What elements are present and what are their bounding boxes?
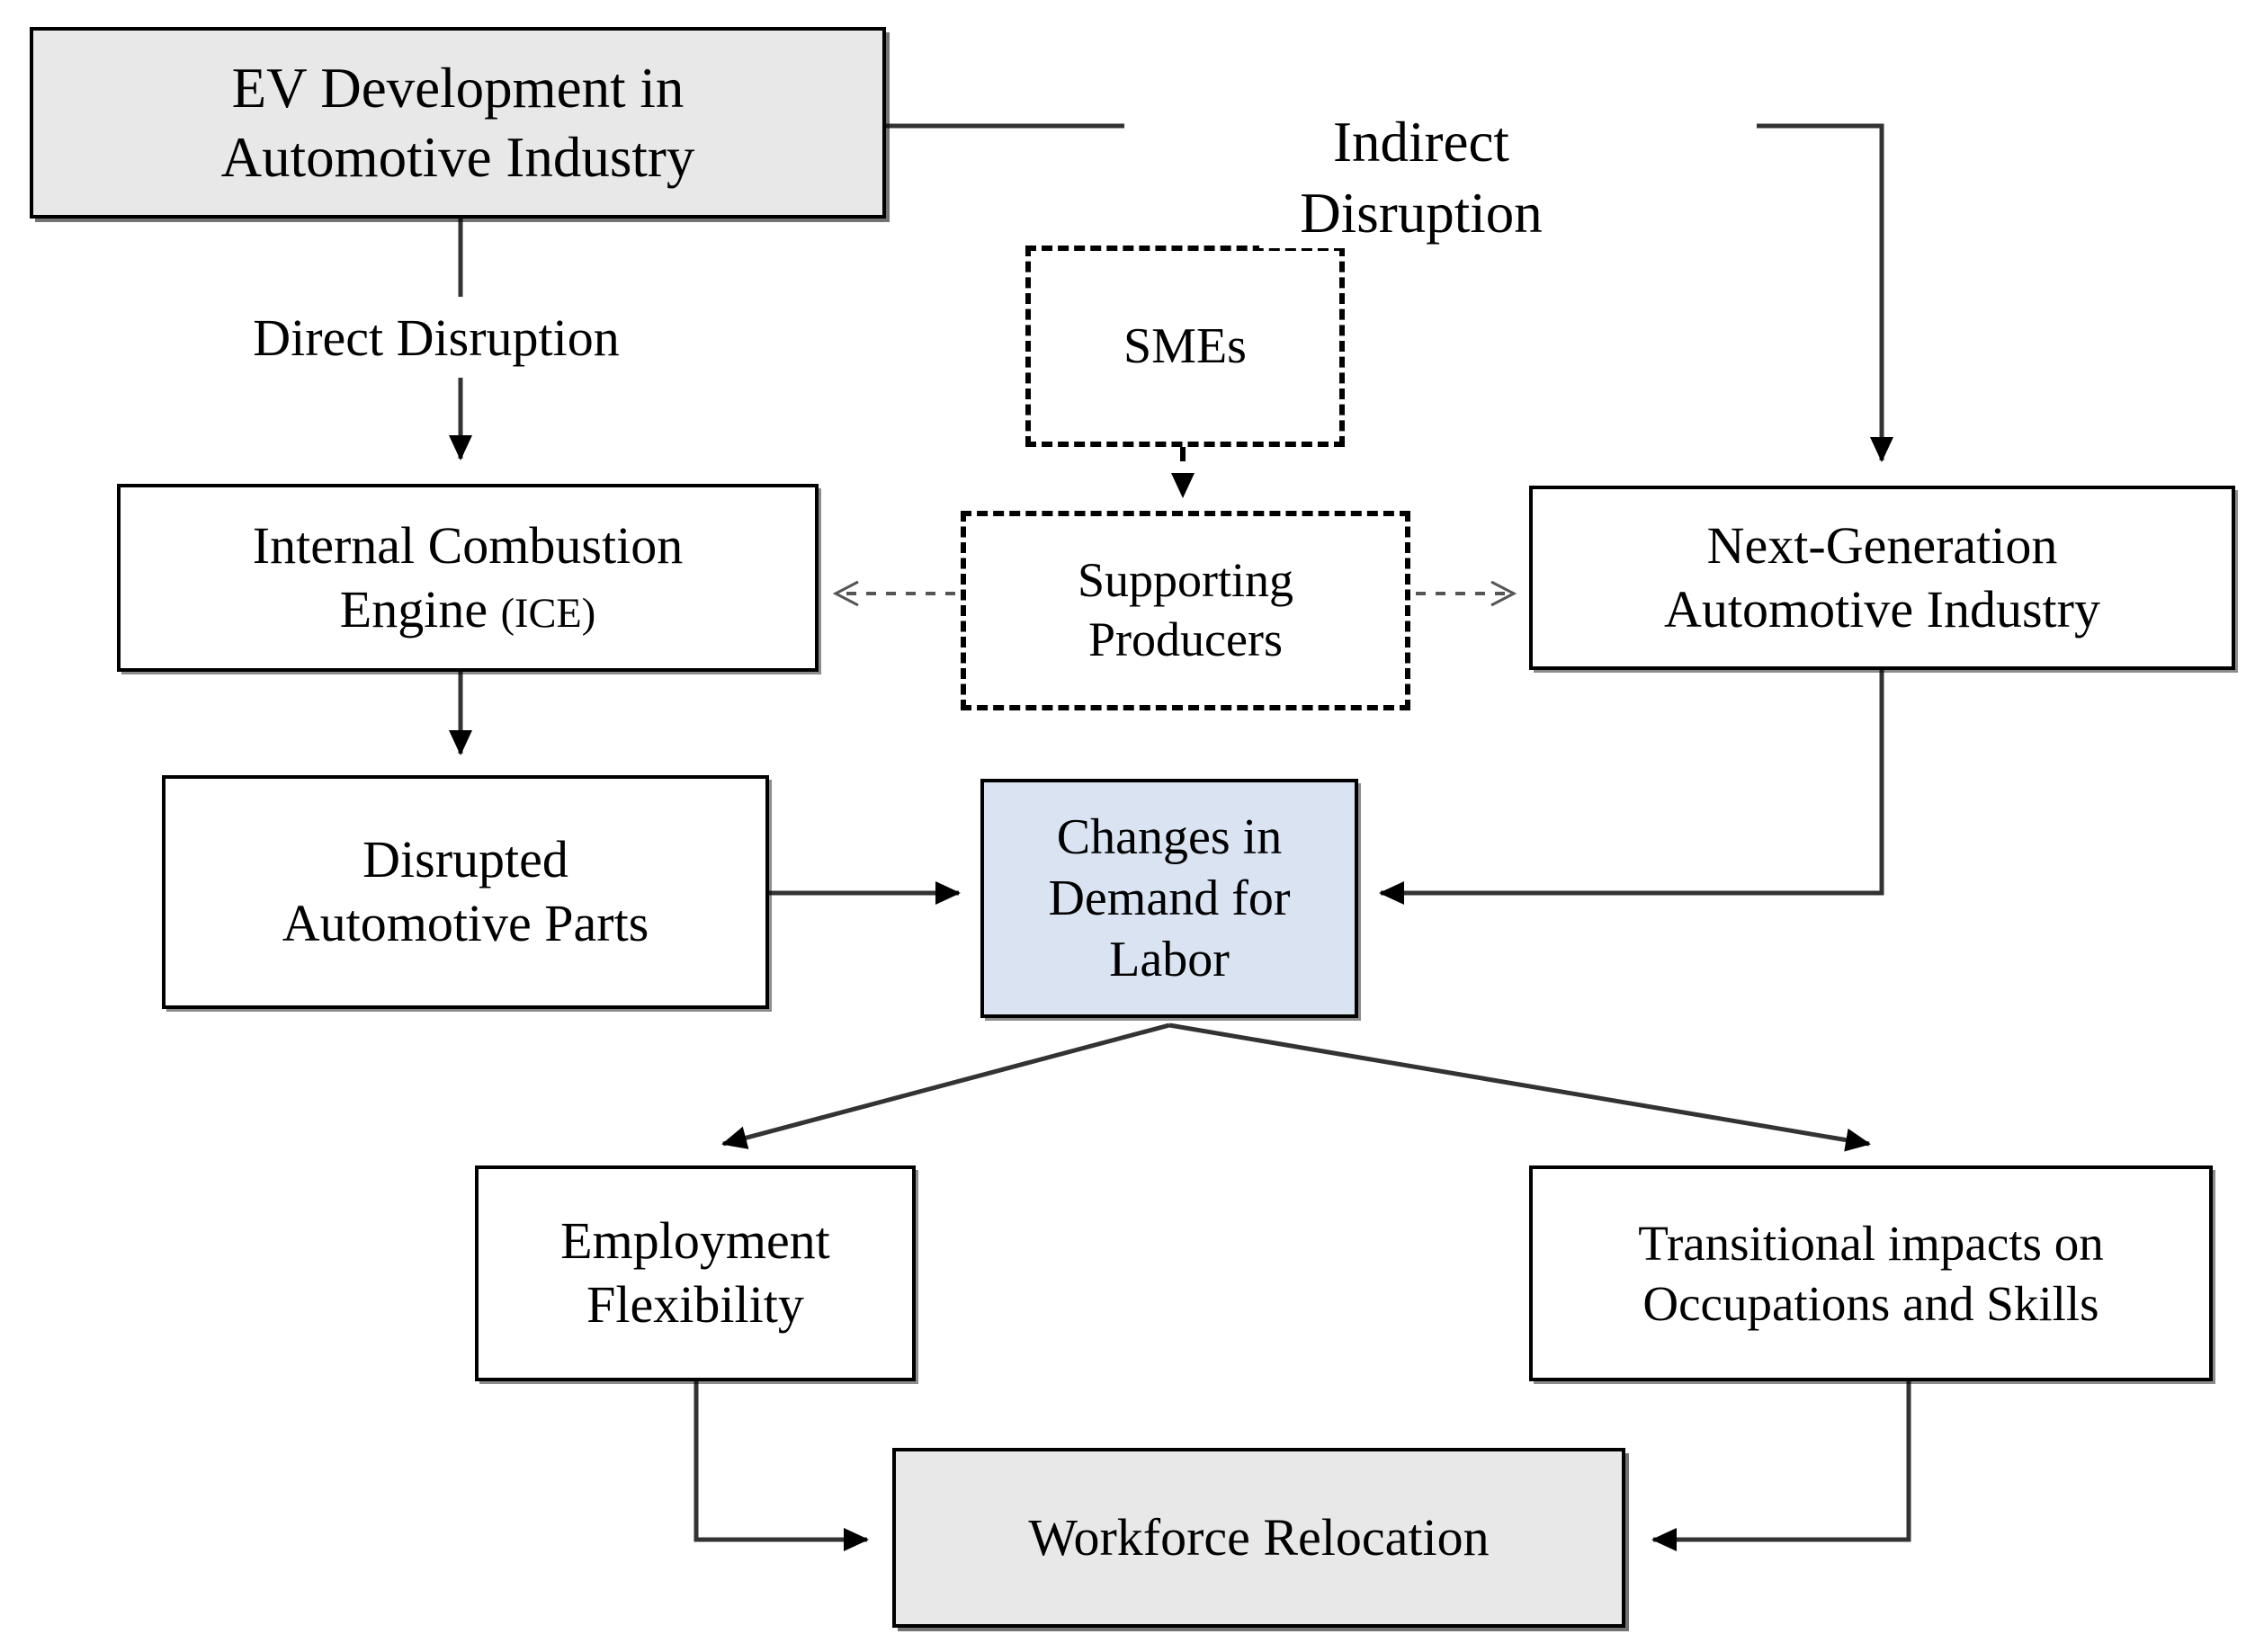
node-workforce-relocation[interactable]: Workforce Relocation	[892, 1448, 1625, 1628]
edge-employment-flexibility-to-workforce	[694, 1381, 869, 1551]
node-smes-label: SMEs	[1123, 317, 1247, 374]
node-smes[interactable]: SMEs	[1025, 246, 1345, 447]
edge-next-generation-to-demand	[1379, 670, 1884, 905]
edge-transitional-impacts-to-workforce	[1651, 1381, 1911, 1551]
node-workforce-relocation-label: Workforce Relocation	[1028, 1507, 1490, 1567]
edge-label-direct-disruption: Direct Disruption	[175, 306, 697, 371]
edge-demand-to-employment-flexibility	[721, 1022, 1170, 1149]
edge-demand-to-transitional-impacts	[1168, 1022, 1871, 1152]
